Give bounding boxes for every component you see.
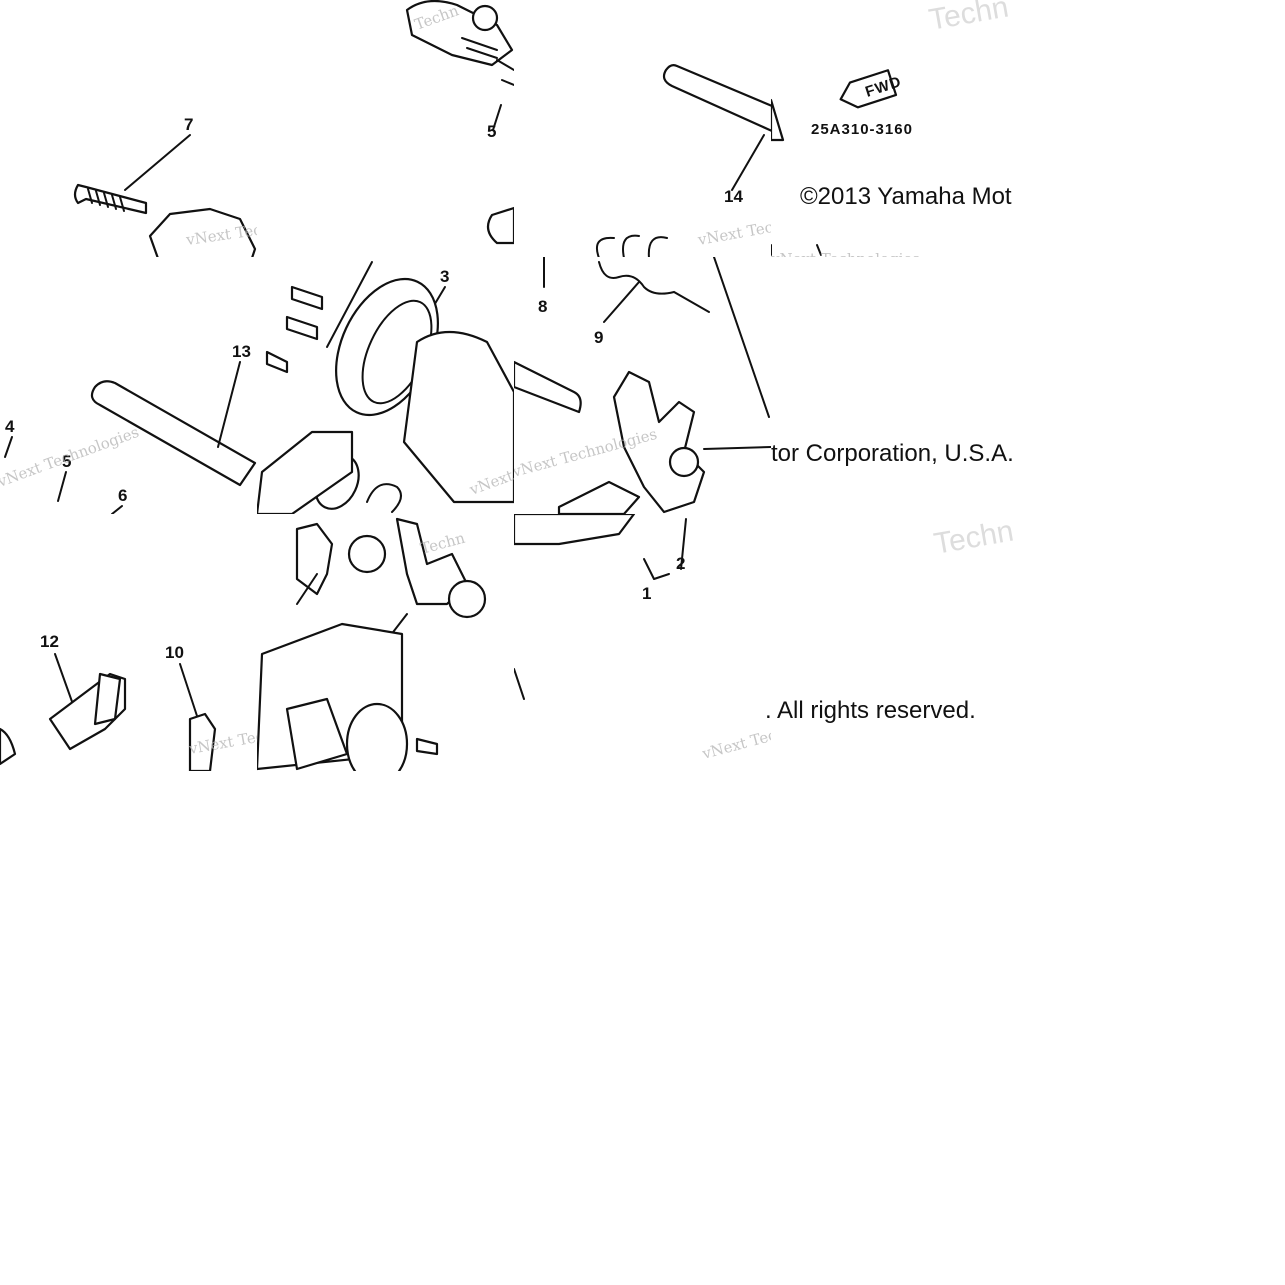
diagram-tile: Techn (771, 514, 1028, 771)
svg-text:1: 1 (642, 584, 651, 603)
svg-text:5: 5 (487, 122, 496, 141)
svg-text:6: 6 (118, 486, 127, 505)
part-code: 25A310-3160 (811, 121, 913, 138)
watermark: Techn (418, 529, 467, 558)
diagram-tile: Techn (771, 257, 1028, 514)
diagram-tile: 2 1 vNext Technologies (514, 514, 771, 771)
diagram-tile: 8 9 vNext Technologies (514, 257, 771, 514)
watermark: Techn (926, 0, 1011, 37)
copyright-line-3: . All rights reserved. (765, 697, 976, 724)
svg-text:2: 2 (676, 554, 685, 573)
svg-text:9: 9 (594, 328, 603, 347)
svg-text:4: 4 (5, 417, 15, 436)
watermark: vNext Technologies (771, 250, 920, 257)
svg-text:14: 14 (724, 187, 743, 206)
watermark: vNext Technologies (699, 707, 771, 763)
diagram-tile: 3 vNext Technologies (257, 257, 514, 514)
svg-text:5: 5 (62, 452, 71, 471)
diagram-tile: 14 vNext Technologies (514, 0, 771, 257)
svg-text:12: 12 (40, 632, 59, 651)
svg-text:10: 10 (165, 643, 184, 662)
diagram-tile: 5 Techn (257, 0, 514, 257)
diagram-tile: FWD 25A310-3160 Techn vNext Technologies (771, 0, 1028, 257)
watermark: Techn (931, 514, 1016, 560)
diagram-tile: Techn (257, 514, 514, 771)
copyright-line-2: tor Corporation, U.S.A. (771, 440, 1014, 467)
svg-text:8: 8 (538, 297, 547, 316)
diagram-tile: 13 4 5 6 vNext Technologies (0, 257, 257, 514)
diagram-tile: 12 10 vNext Technologies (0, 514, 257, 771)
diagram-tile: 7 vNext Technologies (0, 0, 257, 257)
callout-label: 7 (184, 115, 193, 134)
copyright-line-1: ©2013 Yamaha Mot (800, 183, 1012, 210)
svg-text:13: 13 (232, 342, 251, 361)
watermark: vNext Technologies (0, 423, 141, 491)
watermark: vNext Technologies (696, 205, 771, 249)
svg-text:3: 3 (440, 267, 449, 286)
